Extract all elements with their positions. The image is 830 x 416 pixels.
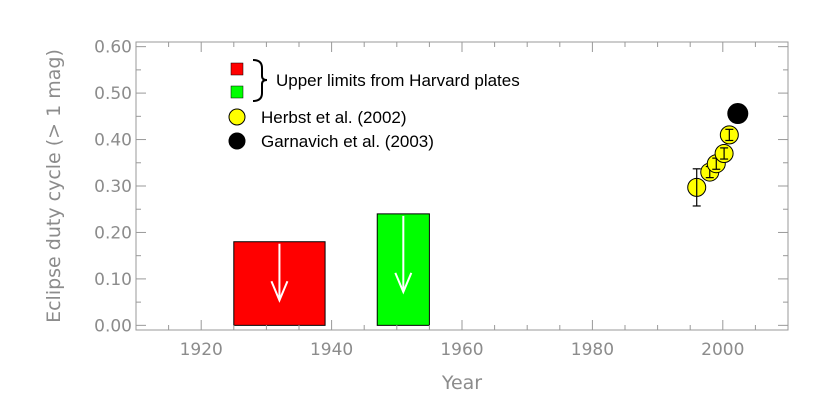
y-tick-label-5: 0.50	[94, 84, 132, 104]
upper-limit-arrow-head-1	[394, 272, 413, 295]
y-tick-label-3: 0.30	[94, 177, 132, 197]
x-tick-label-3: 1980	[571, 340, 614, 360]
y-axis-label: Eclipse duty cycle (> 1 mag)	[43, 49, 65, 323]
y-tick-label-0: 0.00	[94, 316, 132, 336]
legend-label-1: Garnavich et al. (2003)	[261, 132, 434, 151]
ticks-group: 1920 1940 1960 1980 2000 0.00 0.10 0.20 0.30 0.40…	[94, 38, 788, 360]
x-tick-label-2: 1960	[440, 340, 483, 360]
legend-green-swatch	[230, 85, 244, 99]
markers-group	[687, 103, 749, 207]
y-tick-label-2: 0.20	[94, 223, 132, 243]
bars-group	[233, 213, 430, 326]
y-tick-label-1: 0.10	[94, 270, 132, 290]
y-tick-label-4: 0.40	[94, 131, 132, 151]
upper-limit-arrow-head-0	[270, 280, 289, 303]
legend-marker-1	[228, 132, 246, 150]
y-tick-label-6: 0.60	[94, 38, 132, 58]
legend-marker-0	[228, 108, 246, 126]
series-1-point-0	[727, 103, 749, 125]
x-tick-label-0: 1920	[180, 340, 223, 360]
legend-bracket	[252, 59, 268, 102]
legend-label-0: Herbst et al. (2002)	[261, 108, 407, 127]
legend-bracket-label: Upper limits from Harvard plates	[276, 71, 520, 90]
x-tick-label-1: 1940	[310, 340, 353, 360]
legend-red-swatch	[230, 62, 244, 76]
x-tick-label-4: 2000	[701, 340, 744, 360]
x-axis-label: Year	[441, 372, 482, 394]
